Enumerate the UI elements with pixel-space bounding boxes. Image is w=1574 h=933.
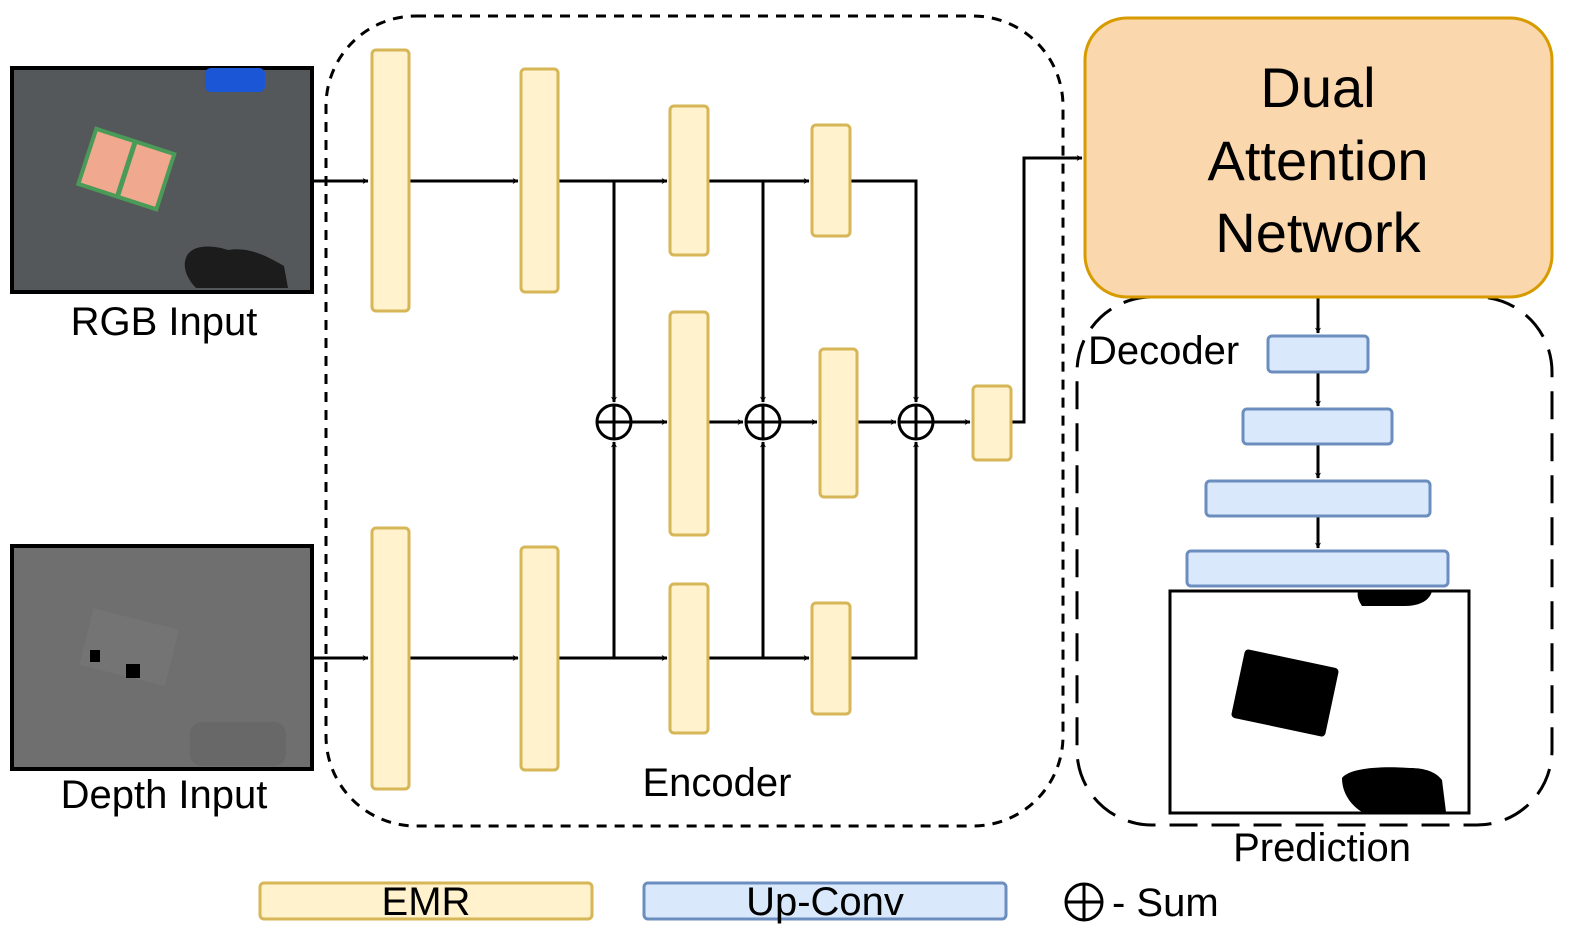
legend: EMR Up-Conv - Sum: [258, 880, 1219, 925]
rgb-input-image: [10, 66, 314, 294]
emr-block-rgb-2: [519, 67, 560, 294]
upconv-block-3: [1204, 479, 1432, 518]
attention-title-line-3: Network: [1215, 201, 1421, 264]
decoder-label: Decoder: [1088, 329, 1239, 373]
sum-node-2: [744, 403, 782, 441]
emr-block-depth-2: [519, 545, 560, 772]
encoder-group: [324, 14, 1065, 828]
legend-emr-swatch: [258, 881, 594, 921]
rgb-input-label: RGB Input: [71, 300, 258, 344]
attention-title-line-2: Attention: [1207, 129, 1428, 192]
legend-upconv-swatch: [642, 881, 1008, 921]
emr-block-rgb-4: [810, 123, 852, 238]
sum-node-1: [595, 403, 633, 441]
emr-block-fused-2: [818, 347, 859, 499]
legend-sum-icon: [1064, 882, 1104, 922]
emr-block-rgb-1: [370, 48, 411, 313]
encoder-label: Encoder: [643, 761, 792, 805]
upconv-block-2: [1241, 407, 1394, 446]
emr-block-fused-3: [971, 384, 1013, 462]
connections: [312, 155, 1321, 661]
upconv-block-4: [1185, 549, 1450, 588]
depth-input-label: Depth Input: [61, 773, 268, 817]
dual-attention-network-block: [1083, 16, 1554, 299]
decoder-group: [1075, 295, 1554, 827]
attention-title-line-1: Dual: [1260, 56, 1375, 119]
depth-input-image: [10, 544, 314, 771]
emr-block-rgb-3: [668, 104, 710, 257]
emr-block-depth-4: [810, 601, 852, 716]
emr-block-depth-1: [370, 526, 411, 791]
prediction-label: Prediction: [1233, 826, 1411, 870]
legend-emr-label: EMR: [382, 880, 471, 924]
emr-block-fused-1: [668, 310, 710, 537]
legend-sum-label: - Sum: [1112, 881, 1219, 925]
emr-block-depth-3: [668, 582, 710, 735]
upconv-block-1: [1266, 334, 1370, 374]
legend-upconv-label: Up-Conv: [746, 880, 904, 924]
prediction-image: [1168, 589, 1471, 815]
sum-node-3: [897, 403, 935, 441]
